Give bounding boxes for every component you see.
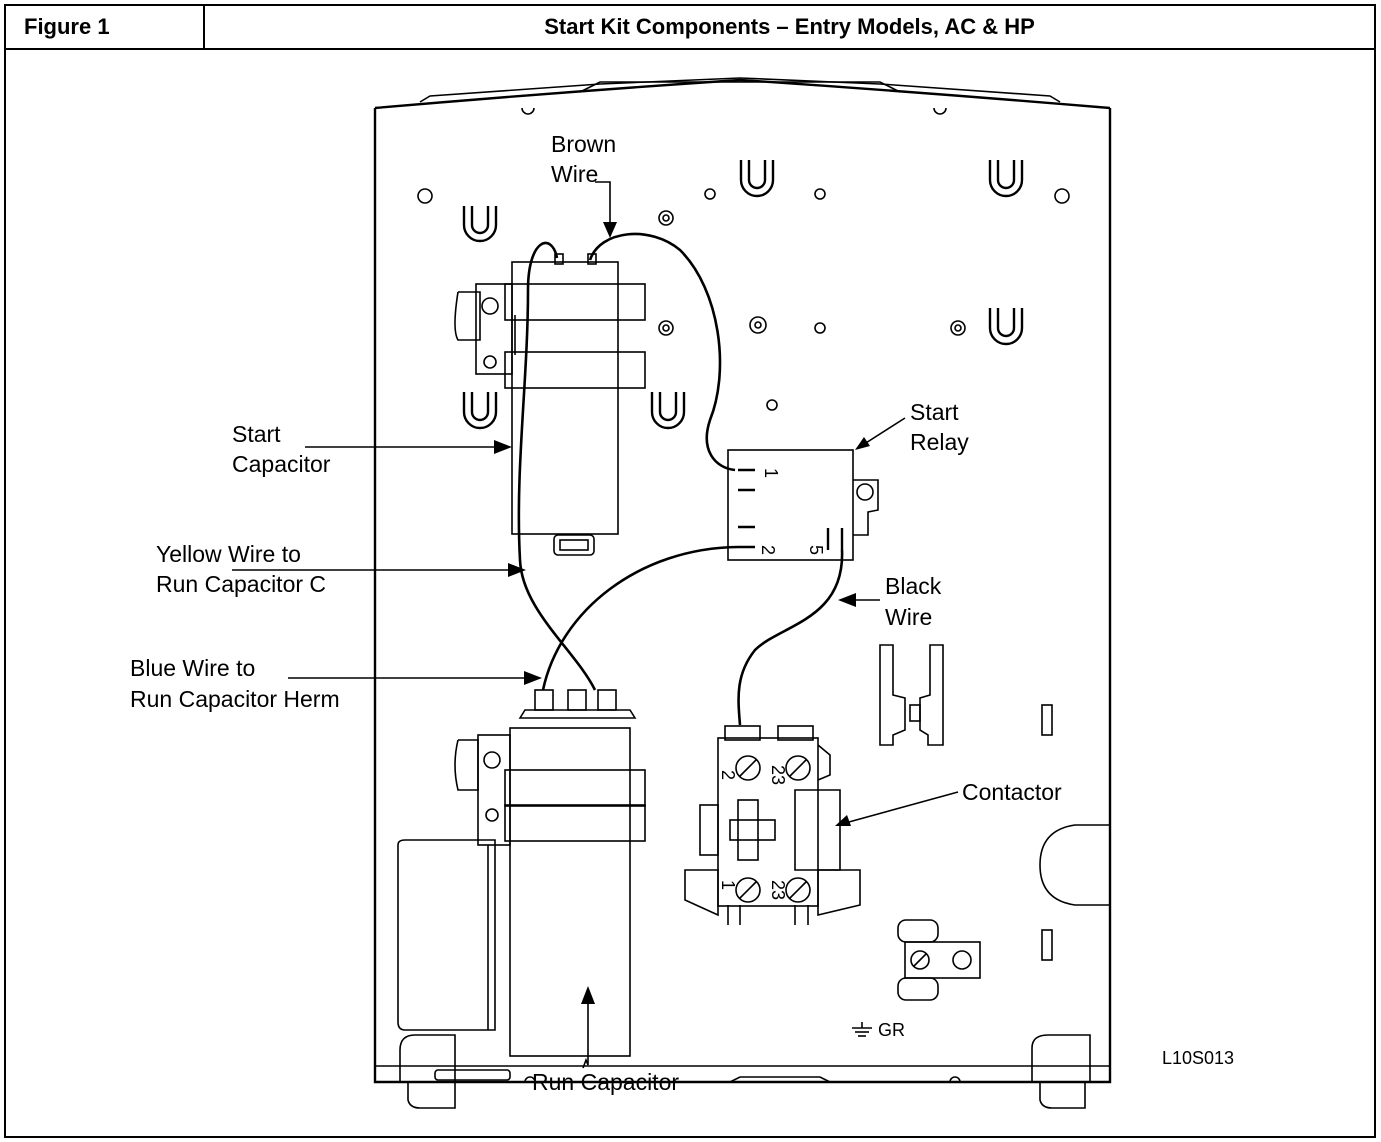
label-yellow-wire-1: Yellow Wire to	[156, 541, 301, 567]
start-capacitor	[454, 253, 646, 556]
black-wire	[737, 549, 844, 726]
contactor-terminal-2: 2	[718, 770, 738, 780]
leader-lines	[232, 181, 959, 1069]
label-start-capacitor-1: Start	[232, 421, 281, 447]
drawing-id: L10S013	[1162, 1048, 1234, 1068]
brown-wire	[588, 232, 736, 472]
run-capacitor	[397, 689, 646, 1057]
label-start-relay-1: Start	[910, 399, 959, 425]
label-run-capacitor: Run Capacitor	[532, 1069, 679, 1095]
relay-terminal-2: 2	[758, 545, 778, 555]
figure-title: Start Kit Components – Entry Models, AC …	[544, 14, 1035, 39]
label-yellow-wire-2: Run Capacitor C	[156, 571, 326, 597]
relay-terminal-5: 5	[806, 545, 826, 555]
contactor-terminal-23a: 23	[768, 765, 788, 785]
label-start-capacitor-2: Capacitor	[232, 451, 331, 477]
contactor: 2 23 1 23	[684, 725, 861, 925]
figure-frame: Figure 1 Start Kit Components – Entry Mo…	[4, 4, 1376, 1138]
yellow-wire	[517, 241, 597, 691]
label-contactor: Contactor	[962, 779, 1062, 805]
ground-lug: GR	[852, 919, 981, 1040]
label-blue-wire-1: Blue Wire to	[130, 655, 255, 681]
contactor-terminal-23b: 23	[768, 880, 788, 900]
label-blue-wire-2: Run Capacitor Herm	[130, 686, 340, 712]
label-black-wire-1: Black	[885, 573, 942, 599]
panel-holes	[417, 160, 1070, 961]
label-start-relay-2: Relay	[910, 429, 969, 455]
figure-number: Figure 1	[6, 6, 205, 48]
wires	[517, 232, 844, 726]
blue-wire	[541, 545, 739, 691]
label-brown-wire-2: Wire	[551, 161, 598, 187]
label-brown-wire-1: Brown	[551, 131, 616, 157]
label-black-wire-2: Wire	[885, 604, 932, 630]
ground-mark: GR	[878, 1020, 905, 1040]
figure-header: Figure 1 Start Kit Components – Entry Mo…	[6, 6, 1374, 50]
relay-terminal-1: 1	[761, 468, 781, 478]
control-panel	[373, 77, 1112, 1109]
start-relay: 1 2 5	[727, 449, 879, 561]
callout-labels: Brown Wire Start Relay Start Capacitor Y…	[130, 131, 1234, 1095]
contactor-terminal-1: 1	[718, 880, 738, 890]
